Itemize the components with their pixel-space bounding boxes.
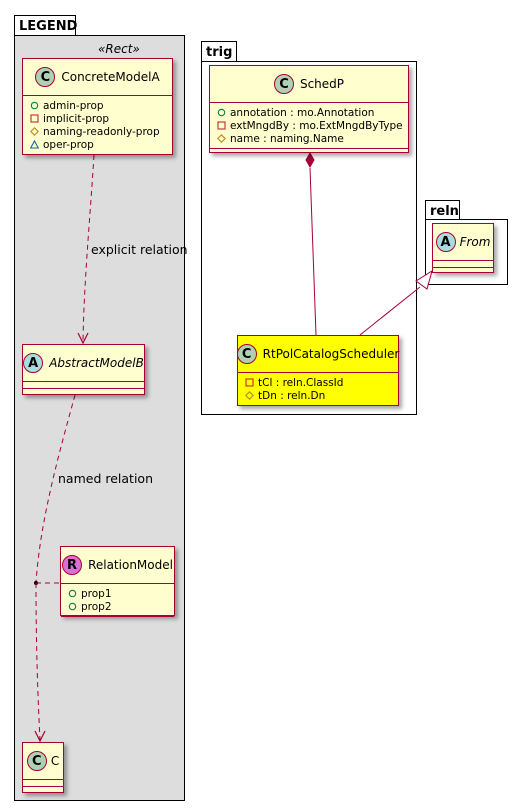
attribute-row: implicit-prop	[29, 112, 166, 125]
explicit-relation-line	[82, 154, 95, 343]
class-header: R RelationModel	[61, 547, 174, 583]
class-name: AbstractModelB	[49, 356, 144, 370]
class-letter-icon: C	[236, 344, 257, 364]
named-relation-label: named relation	[58, 471, 153, 486]
class-letter-icon: A	[23, 353, 44, 373]
private-visibility-icon	[29, 114, 39, 124]
legend-package-tab: LEGEND	[14, 15, 78, 36]
class-letter-icon: C	[26, 751, 47, 771]
composition-line	[309, 167, 317, 336]
trig-package-tab: trig	[201, 41, 237, 62]
protected-visibility-icon	[244, 391, 254, 401]
class-header: C C	[23, 743, 63, 779]
attribute-row: extMngdBy : mo.ExtMngdByType	[216, 119, 403, 132]
legend-stereotype: «Rect»	[98, 42, 140, 56]
inheritance-triangle	[415, 269, 433, 290]
protected-visibility-icon	[29, 127, 39, 137]
class-name: RelationModel	[88, 558, 173, 572]
named-relation-to-c-line	[35, 582, 41, 741]
attribute-text: name : naming.Name	[230, 132, 344, 145]
explicit-relation-arrowhead	[77, 332, 89, 345]
attribute-text: tDn : reln.Dn	[258, 389, 326, 402]
attribute-text: prop2	[81, 600, 112, 613]
class-letter-icon: A	[435, 232, 456, 252]
public-visibility-icon	[67, 589, 77, 599]
class-name: ConcreteModelA	[61, 70, 160, 84]
class-header: A From	[433, 224, 493, 260]
attribute-text: implicit-prop	[43, 112, 110, 125]
attribute-row: prop2	[67, 600, 168, 613]
named-relation-arrowhead	[34, 730, 46, 743]
named-relation-line	[35, 394, 76, 584]
package-visibility-icon	[29, 140, 39, 150]
composition-diamond	[305, 151, 315, 169]
public-visibility-icon	[216, 108, 226, 118]
class-name: C	[50, 754, 60, 768]
attribute-row: name : naming.Name	[216, 132, 402, 145]
c-class[interactable]: C C	[22, 742, 64, 793]
attribute-row: tDn : reln.Dn	[244, 389, 392, 402]
attribute-row: tCl : reln.ClassId	[244, 376, 392, 389]
abstract-model-b-class[interactable]: A AbstractModelB	[22, 344, 145, 395]
from-class[interactable]: A From	[432, 223, 494, 273]
protected-visibility-icon	[216, 134, 226, 144]
attribute-row: admin-prop	[29, 99, 166, 112]
legend-package-title: LEGEND	[19, 19, 78, 34]
class-header: A AbstractModelB	[23, 345, 144, 381]
attribute-row: annotation : mo.Annotation	[216, 106, 402, 119]
attribute-text: admin-prop	[43, 99, 104, 112]
class-letter-icon: R	[62, 555, 83, 575]
class-header: C ConcreteModelA	[23, 59, 172, 95]
reln-package-title: reln	[430, 204, 459, 219]
attribute-text: tCl : reln.ClassId	[258, 376, 344, 389]
attribute-text: naming-readonly-prop	[43, 125, 160, 138]
attribute-row: naming-readonly-prop	[29, 125, 166, 138]
attribute-row: oper-prop	[29, 138, 166, 151]
class-header: C RtPolCatalogScheduler	[236, 336, 400, 372]
class-name: RtPolCatalogScheduler	[262, 347, 400, 361]
private-visibility-icon	[244, 378, 254, 388]
public-visibility-icon	[29, 101, 39, 111]
trig-package-title: trig	[206, 45, 233, 60]
legend-package	[14, 35, 185, 801]
attribute-text: prop1	[81, 587, 112, 600]
attribute-text: oper-prop	[43, 138, 94, 151]
class-letter-icon: C	[273, 74, 294, 94]
class-name: From	[459, 235, 491, 249]
inheritance-line	[359, 286, 421, 336]
attribute-row: prop1	[67, 587, 168, 600]
attribute-text: annotation : mo.Annotation	[230, 106, 375, 119]
private-visibility-icon	[216, 121, 226, 131]
public-visibility-icon	[67, 602, 77, 612]
class-name: SchedP	[299, 77, 345, 91]
explicit-relation-label: explicit relation	[91, 242, 188, 257]
rt-pol-catalog-scheduler-class[interactable]: C RtPolCatalogScheduler tCl : reln.Class…	[236, 335, 400, 406]
class-letter-icon: C	[35, 67, 56, 87]
class-header: C SchedP	[210, 66, 408, 102]
reln-package-tab: reln	[425, 200, 460, 220]
attribute-text: extMngdBy : mo.ExtMngdByType	[230, 119, 403, 132]
